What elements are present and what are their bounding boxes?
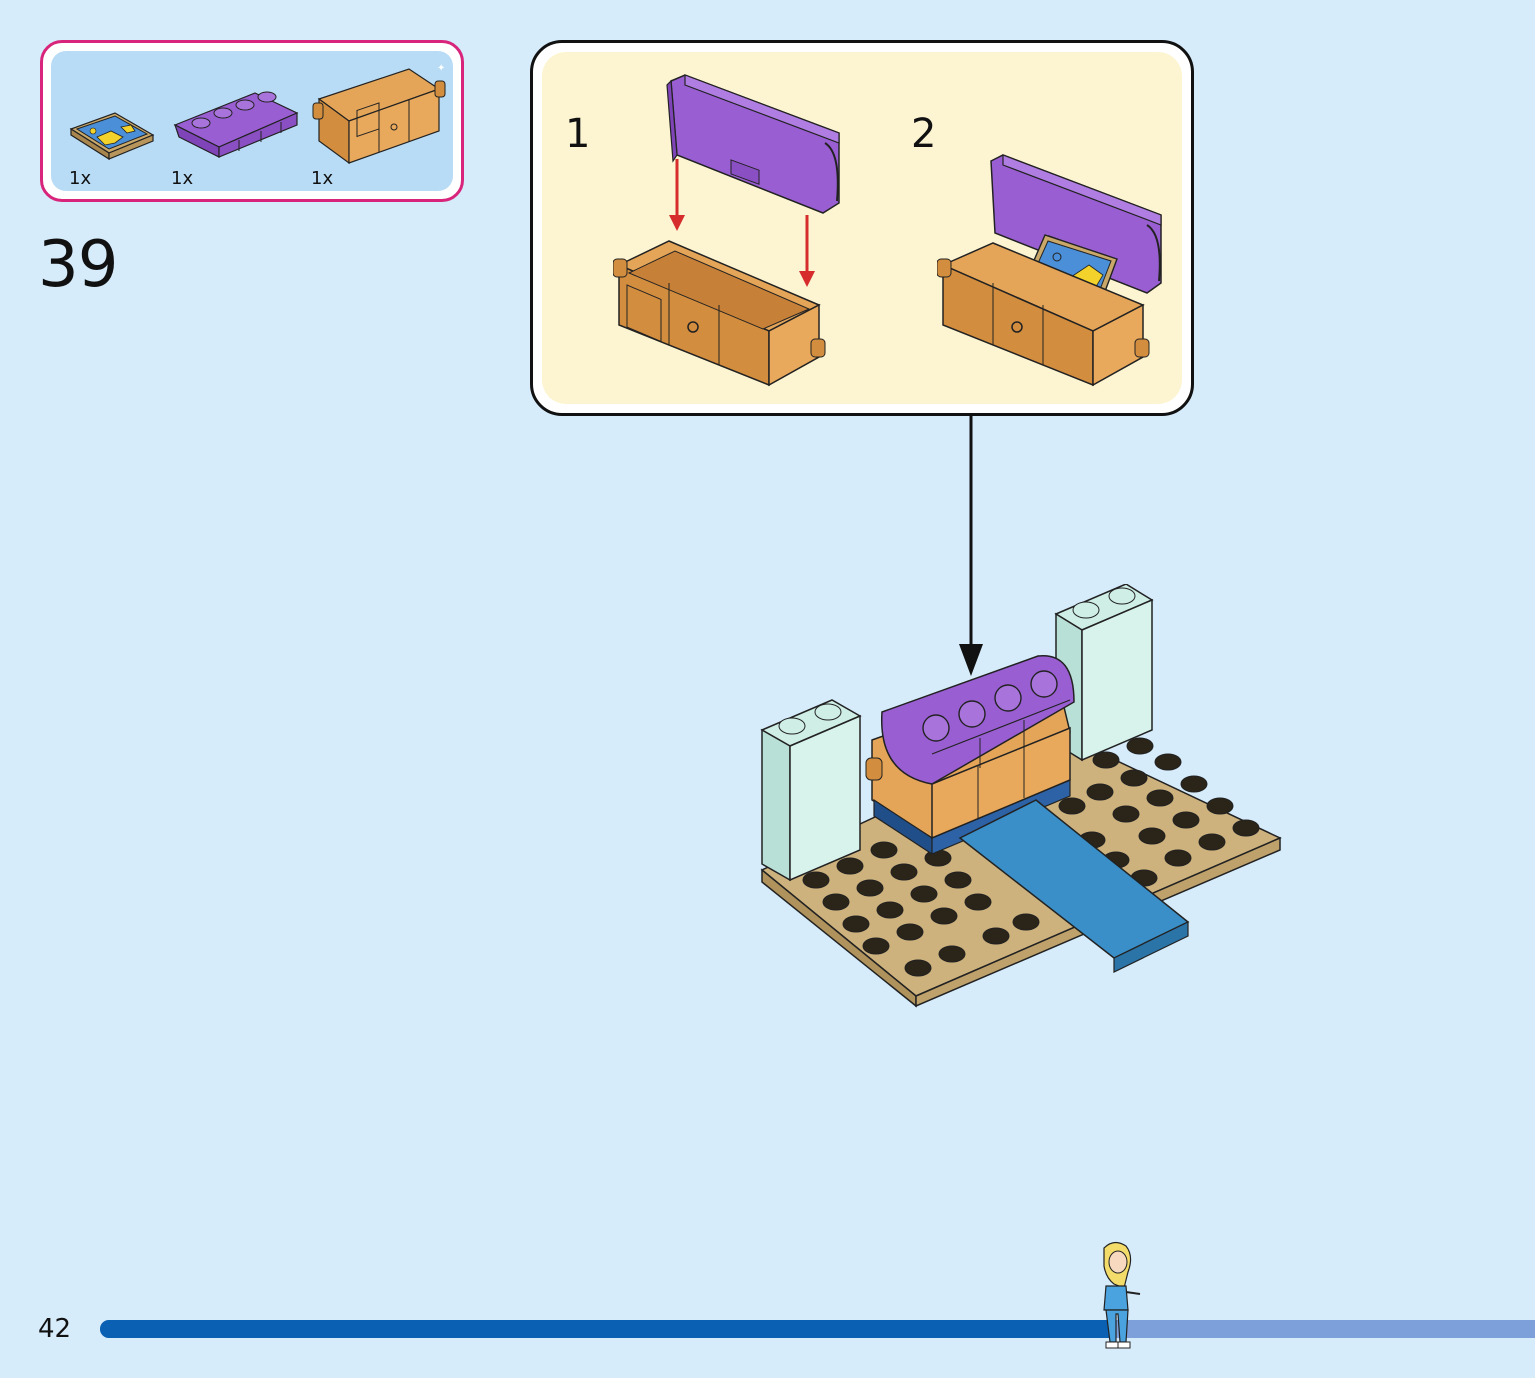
substep-2-illustration: [937, 154, 1162, 387]
progress-bar-fill: [100, 1320, 1115, 1338]
mascot-figure-icon: [1103, 1241, 1141, 1349]
sub-assembly-callout: 1 2: [530, 40, 1194, 416]
chest-bottom-part-icon: ✦: [312, 63, 446, 165]
purple-lid-part-icon: [173, 91, 299, 158]
map-tile-qty: 1x: [69, 168, 92, 189]
substep-number: 1: [565, 111, 591, 157]
substep-1-illustration: [613, 74, 840, 387]
step-number: 39: [38, 228, 118, 302]
svg-text:✦: ✦: [437, 63, 445, 74]
chest-bottom-qty: 1x: [311, 168, 334, 189]
parts-list-box: ✦ 1x 1x 1x: [40, 40, 464, 202]
page-number: 42: [38, 1314, 72, 1344]
main-model-illustration: [760, 584, 1282, 1008]
placement-arrow: [959, 416, 983, 676]
progress-bar: [100, 1320, 1535, 1338]
substep-number: 2: [911, 111, 937, 157]
map-tile-part-icon: [69, 112, 155, 161]
purple-lid-qty: 1x: [171, 168, 194, 189]
